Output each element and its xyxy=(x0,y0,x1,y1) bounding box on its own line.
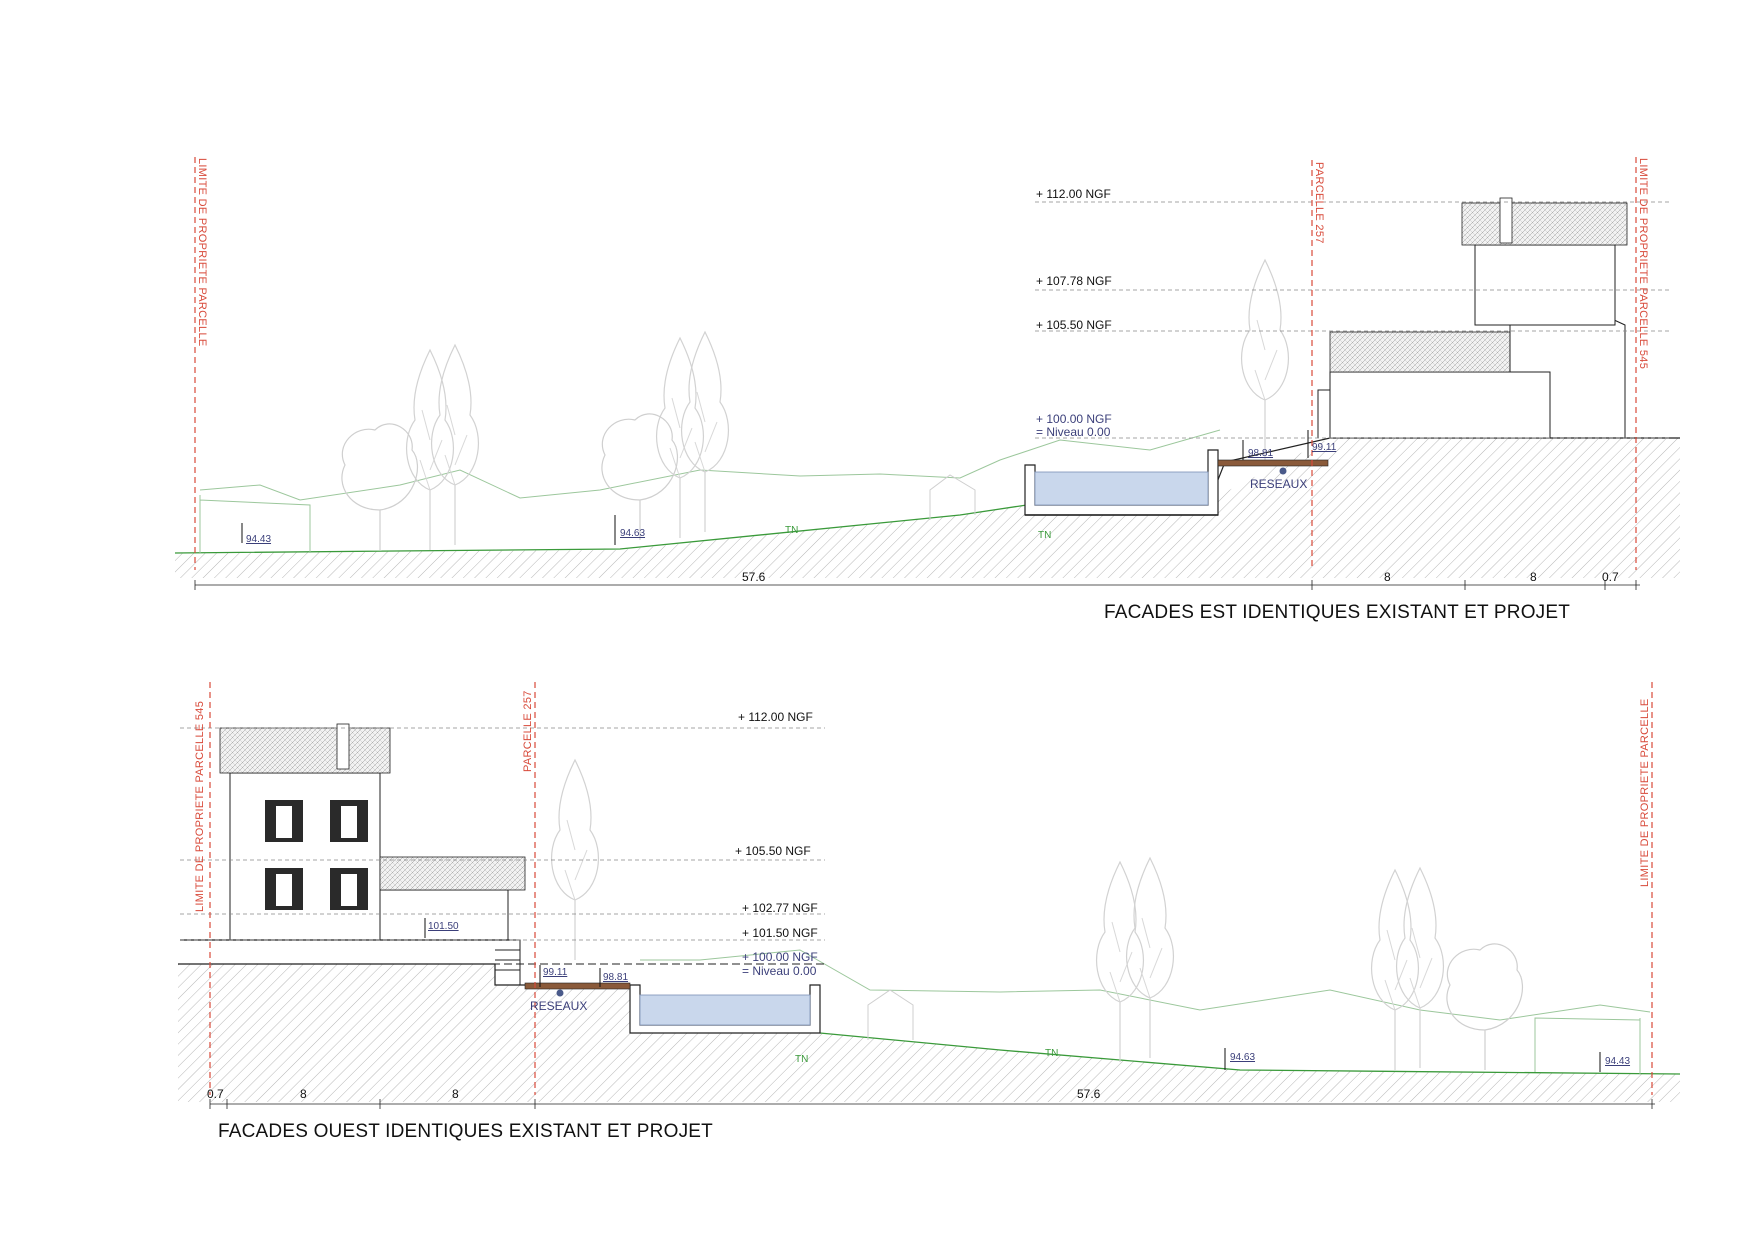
spot-level: 98.81 xyxy=(603,972,628,983)
house xyxy=(1317,197,1628,439)
dimension-label: 0.7 xyxy=(207,1087,224,1101)
reseaux-label: RESEAUX xyxy=(1250,477,1307,491)
tree-icon xyxy=(680,331,730,533)
west-elevation xyxy=(178,682,1681,1109)
spot-markers xyxy=(424,918,1601,1072)
fence xyxy=(1534,1017,1641,1074)
property-limit-label: LIMITE DE PROPRIETE PARCELLE 545 xyxy=(1637,158,1649,369)
dimension-label: 8 xyxy=(300,1087,307,1101)
tn-label: TN xyxy=(1038,530,1051,541)
level-label: + 112.00 NGF xyxy=(738,710,813,724)
tree-icon xyxy=(655,337,705,539)
level-label: = Niveau 0.00 xyxy=(1036,425,1111,439)
dimension-line xyxy=(194,580,1640,590)
property-limit-label: LIMITE DE PROPRIETE PARCELLE xyxy=(196,158,208,347)
pool-water xyxy=(639,994,811,1026)
tree-icon xyxy=(1095,861,1145,1063)
tree-icon xyxy=(1370,869,1420,1071)
terrace xyxy=(1217,459,1329,467)
tn-label: TN xyxy=(795,1054,808,1065)
terrace xyxy=(524,982,631,990)
reseaux-label: RESEAUX xyxy=(530,999,587,1013)
spot-level: 98.81 xyxy=(1248,448,1273,459)
dimension-label: 57.6 xyxy=(742,570,766,584)
tree-icon xyxy=(341,423,419,551)
tree-icon xyxy=(405,349,455,551)
spot-level: 94.43 xyxy=(1605,1056,1630,1067)
parcel-label: PARCELLE 257 xyxy=(1313,162,1325,244)
level-label: + 102.77 NGF xyxy=(742,901,818,915)
level-label: + 105.50 NGF xyxy=(735,844,811,858)
spot-level: 94.43 xyxy=(246,534,271,545)
level-label: = Niveau 0.00 xyxy=(742,964,817,978)
elevation-title: FACADES EST IDENTIQUES EXISTANT ET PROJE… xyxy=(1104,602,1570,623)
spot-level: 94.63 xyxy=(620,528,645,539)
pool-water xyxy=(1034,471,1209,506)
level-lines xyxy=(1035,201,1670,439)
spot-markers xyxy=(241,430,1309,545)
tn-label: TN xyxy=(785,525,798,536)
dimension-label: 0.7 xyxy=(1602,570,1619,584)
level-label: + 107.78 NGF xyxy=(1036,274,1112,288)
tree-icon xyxy=(1446,943,1524,1071)
level-label: + 112.00 NGF xyxy=(1036,187,1111,201)
tree-icon xyxy=(1125,857,1175,1059)
level-label: + 100.00 NGF xyxy=(742,950,818,964)
stairs xyxy=(495,939,521,985)
spot-level: 101.50 xyxy=(428,921,459,932)
level-label: + 100.00 NGF xyxy=(1036,412,1112,426)
dimension-label: 8 xyxy=(1530,570,1537,584)
elevation-title: FACADES OUEST IDENTIQUES EXISTANT ET PRO… xyxy=(218,1121,713,1142)
natural-ground-line xyxy=(174,502,1041,554)
dimension-label: 8 xyxy=(452,1087,459,1101)
parcel-label: PARCELLE 257 xyxy=(522,690,534,772)
level-lines xyxy=(180,727,825,941)
level-label: + 105.50 NGF xyxy=(1036,318,1112,332)
shed-outline xyxy=(929,474,976,520)
terrain-hatch xyxy=(175,438,1680,578)
shed-outline xyxy=(867,989,914,1040)
fence xyxy=(199,495,311,553)
property-limit-label: LIMITE DE PROPRIETE PARCELLE xyxy=(1639,698,1651,887)
tn-label: TN xyxy=(1045,1048,1058,1059)
terrain-hatch xyxy=(178,964,1680,1102)
level-label: + 101.50 NGF xyxy=(742,926,818,940)
network-icon xyxy=(1279,467,1287,475)
dimension-label: 57.6 xyxy=(1077,1087,1101,1101)
house xyxy=(180,723,526,941)
spot-level: 99.11 xyxy=(1312,442,1337,453)
property-limit-label: LIMITE DE PROPRIETE PARCELLE 545 xyxy=(194,701,206,912)
spot-level: 94.63 xyxy=(1230,1052,1255,1063)
dimension-line xyxy=(209,1099,1655,1109)
tree-icon xyxy=(430,344,480,546)
network-icon xyxy=(556,989,564,997)
spot-level: 99.11 xyxy=(543,967,568,978)
east-elevation xyxy=(174,157,1680,590)
dimension-label: 8 xyxy=(1384,570,1391,584)
